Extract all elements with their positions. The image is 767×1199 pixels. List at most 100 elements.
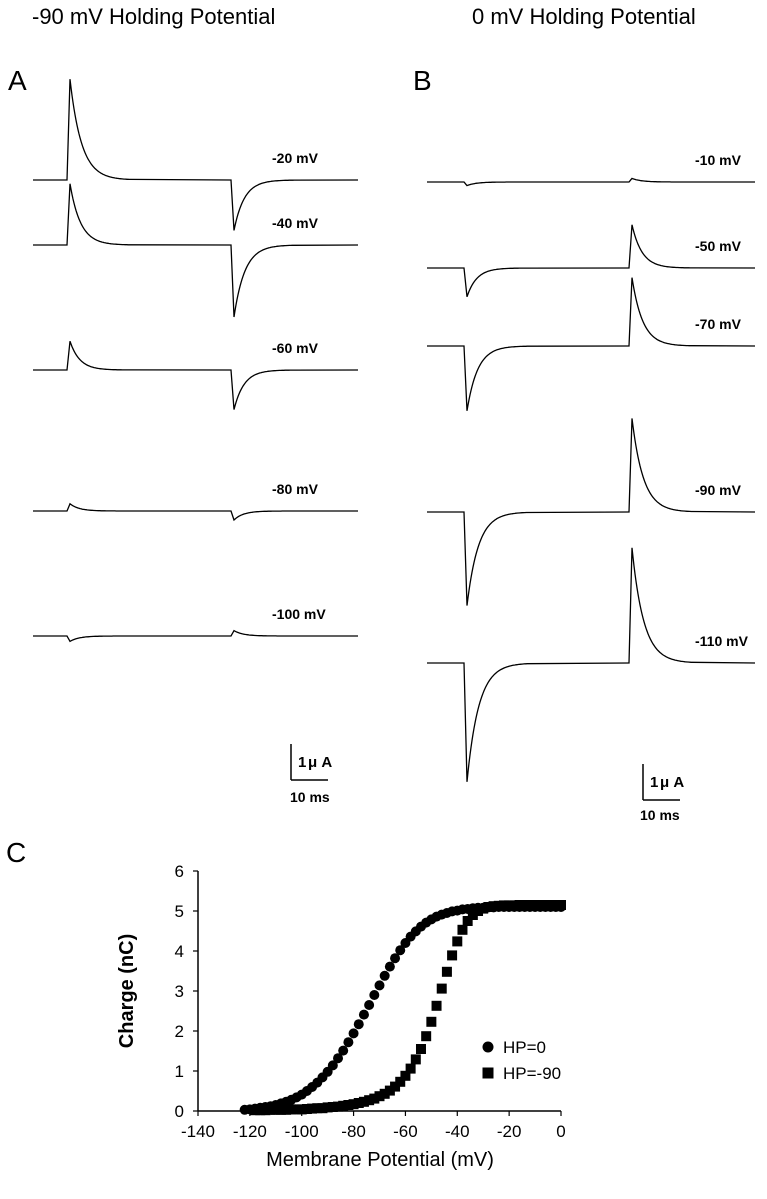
panel-a-scale-bar: 1 μ A 10 ms [290, 744, 332, 805]
point-hp-90 [405, 1063, 416, 1074]
x-axis-label: Membrane Potential (mV) [266, 1149, 494, 1171]
point-hp-90 [519, 900, 530, 910]
x-tick-label: -100 [285, 1122, 319, 1141]
x-tick-label: 0 [556, 1122, 565, 1141]
legend-circle-marker [482, 1041, 494, 1053]
y-tick-label: 5 [175, 902, 184, 921]
panel-b-trace-4 [427, 418, 756, 606]
panel-b-trace-label-2: -50 mV [695, 238, 742, 254]
point-hp-90 [431, 1000, 442, 1011]
point-hp-90 [504, 900, 515, 911]
point-hp-90 [270, 1104, 281, 1115]
point-hp0 [348, 1028, 359, 1039]
point-hp-90 [473, 906, 484, 916]
panel-b-trace-5 [427, 547, 756, 782]
point-hp0 [369, 990, 380, 1000]
point-hp-90 [286, 1104, 297, 1115]
panel-a-scale-current: 1 [298, 754, 306, 771]
panel-b-scale-time: 10 ms [640, 807, 680, 823]
point-hp-90 [452, 936, 463, 947]
point-hp-90 [550, 900, 561, 910]
panel-a-trace-label-1: -20 mV [272, 150, 319, 166]
point-hp-90 [317, 1103, 328, 1114]
point-hp-90 [421, 1031, 432, 1042]
point-hp-90 [457, 924, 468, 935]
point-hp-90 [338, 1100, 349, 1111]
panel-b-scale-bar-lines [642, 764, 680, 801]
panel-a-letter: A [8, 65, 27, 96]
panel-b-scale-bar: 1 μ A 10 ms [640, 764, 684, 823]
point-hp0 [358, 1009, 369, 1020]
point-hp-90 [530, 900, 541, 910]
panel-a-trace-5 [33, 629, 358, 643]
panel-b-trace-1 [427, 177, 755, 187]
point-hp-90 [348, 1099, 359, 1110]
panel-b-scale-current: 1 [650, 774, 658, 791]
point-hp-90 [327, 1102, 338, 1112]
panel-a-trace-1 [33, 79, 359, 231]
point-hp-90 [535, 900, 546, 910]
point-hp-90 [296, 1104, 307, 1115]
point-hp-90 [343, 1100, 354, 1110]
y-tick-label: 6 [175, 862, 184, 881]
point-hp-90 [291, 1104, 302, 1115]
y-tick-label: 3 [175, 982, 184, 1001]
point-hp-90 [312, 1103, 323, 1114]
panel-a-title: -90 mV Holding Potential [32, 4, 275, 29]
x-tick-label: -20 [497, 1122, 522, 1141]
panel-b-trace-label-1: -10 mV [695, 152, 742, 168]
panel-b-scale-current-unit: μ A [660, 774, 684, 791]
panel-a-scale-bar-lines [290, 744, 328, 781]
panel-a-scale-current-unit: μ A [308, 754, 332, 771]
point-hp0 [338, 1045, 349, 1056]
panel-b-letter: B [413, 65, 432, 96]
point-hp-90 [488, 901, 499, 912]
point-hp-90 [514, 900, 525, 910]
point-hp-90 [333, 1101, 344, 1112]
panel-a-trace-label-3: -60 mV [272, 340, 319, 356]
panel-a-trace-3 [33, 340, 359, 410]
panel-a-scale-time: 10 ms [290, 789, 330, 805]
panel-c-letter: C [6, 837, 26, 868]
x-tick-label: -120 [233, 1122, 267, 1141]
panel-b-title: 0 mV Holding Potential [472, 4, 696, 29]
panel-a-trace-2 [33, 183, 359, 318]
point-hp0 [353, 1019, 364, 1030]
point-hp-90 [545, 900, 556, 910]
point-hp-90 [358, 1096, 369, 1107]
panel-b: 0 mV Holding Potential B -10 mV -50 mV -70… [413, 4, 756, 823]
y-tick-label: 1 [175, 1062, 184, 1081]
point-hp-90 [322, 1102, 333, 1113]
point-hp-90 [395, 1076, 406, 1087]
point-hp-90 [415, 1044, 426, 1054]
point-hp-90 [390, 1081, 401, 1092]
point-hp-90 [400, 1070, 411, 1081]
y-axis-label: Charge (nC) [116, 934, 138, 1048]
point-hp-90 [556, 900, 566, 910]
point-hp-90 [384, 1085, 395, 1096]
y-tick-label: 2 [175, 1022, 184, 1041]
x-tick-label: -40 [445, 1122, 470, 1141]
point-hp-90 [281, 1104, 292, 1115]
point-hp0 [390, 953, 401, 964]
point-hp-90 [483, 902, 494, 912]
point-hp0 [384, 961, 395, 972]
point-hp-90 [540, 900, 551, 910]
point-hp0 [343, 1037, 354, 1048]
point-hp-90 [250, 1105, 261, 1116]
point-hp-90 [265, 1104, 276, 1115]
point-hp-90 [426, 1016, 437, 1027]
panel-b-trace-label-4: -90 mV [695, 482, 742, 498]
x-tick-label: -80 [341, 1122, 366, 1141]
panel-b-trace-2 [427, 224, 756, 298]
panel-b-trace-label-3: -70 mV [695, 316, 742, 332]
point-hp-90 [353, 1098, 364, 1108]
point-hp-90 [441, 966, 452, 977]
panel-b-traces: -10 mV-50 mV-70 mV-90 mV-110 mV [427, 152, 756, 782]
point-hp-90 [255, 1105, 266, 1116]
point-hp-90 [436, 983, 447, 994]
panel-b-trace-3 [427, 277, 756, 411]
legend-label-hp-90: HP=-90 [503, 1064, 561, 1083]
